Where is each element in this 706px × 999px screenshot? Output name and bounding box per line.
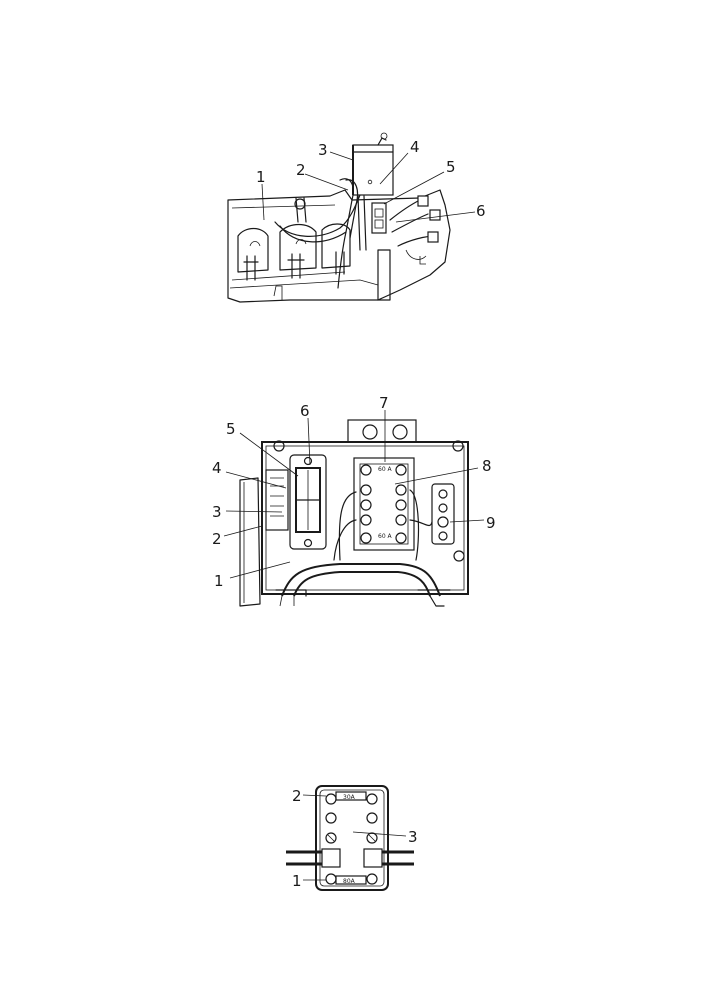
fuse-box-view: 60 A 60 A <box>239 419 469 607</box>
callout-1: 1 <box>292 872 302 890</box>
callout-3: 3 <box>408 828 418 846</box>
callout-2: 2 <box>296 161 306 179</box>
fuse-rating-bottom: 60 A <box>378 533 393 540</box>
callout-2: 2 <box>212 530 222 548</box>
fuse-rating-top: 60 A <box>378 466 393 473</box>
fuse-box-view-callouts: 1 2 3 4 5 6 7 8 9 <box>212 394 496 590</box>
callout-5: 5 <box>226 420 236 438</box>
callout-8: 8 <box>482 457 492 475</box>
callout-4: 4 <box>410 138 420 156</box>
fuse-rating-top: 30A <box>343 794 356 801</box>
engine-view-callouts: 1 2 3 4 5 6 <box>256 138 486 223</box>
callout-3: 3 <box>318 141 328 159</box>
fuse-rating-bottom: 80A <box>343 878 356 885</box>
callout-3: 3 <box>212 503 222 521</box>
callout-1: 1 <box>256 168 266 186</box>
callout-4: 4 <box>212 459 222 477</box>
fuse-block-view-callouts: 2 3 1 <box>292 787 418 890</box>
callout-6: 6 <box>300 402 310 420</box>
callout-5: 5 <box>446 158 456 176</box>
callout-2: 2 <box>292 787 302 805</box>
engine-view <box>227 132 451 303</box>
callout-9: 9 <box>486 514 496 532</box>
callout-7: 7 <box>379 394 389 412</box>
fuse-block-view: 30A 80A <box>286 785 414 891</box>
callout-1: 1 <box>214 572 224 590</box>
callout-6: 6 <box>476 202 486 220</box>
